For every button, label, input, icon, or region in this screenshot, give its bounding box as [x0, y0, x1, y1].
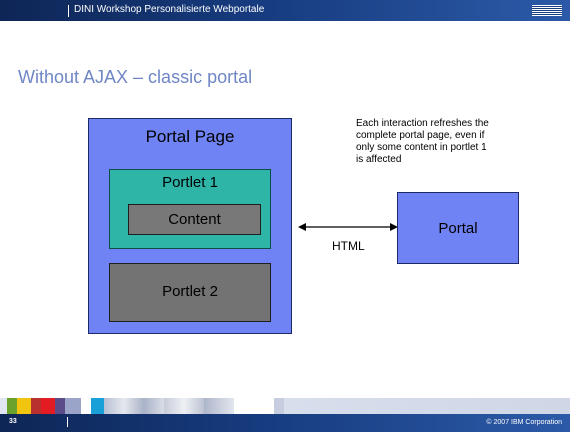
header-bar: DINI Workshop Personalisierte Webportale [0, 0, 570, 21]
portlet2-box: Portlet 2 [109, 263, 271, 322]
page-number: 33 [9, 418, 17, 425]
note-line: complete portal page, even if [356, 130, 485, 141]
portal-page-box: Portal Page Portlet 1 Content Portlet 2 [88, 118, 292, 334]
footer-decoration-strip [0, 398, 570, 414]
portlet2-label: Portlet 2 [162, 283, 218, 300]
double-arrow-icon [298, 223, 398, 231]
ibm-logo-icon [532, 5, 562, 16]
note-line: is affected [356, 154, 402, 165]
note-line: only some content in portlet 1 [356, 142, 487, 153]
footer-bar: 33 © 2007 IBM Corporation [0, 414, 570, 432]
slide-title: Without AJAX – classic portal [18, 67, 253, 87]
portal-label: Portal [438, 220, 478, 237]
footer-separator [67, 417, 68, 427]
portlet1-box: Portlet 1 Content [109, 169, 271, 249]
html-arrow-label: HTML [332, 239, 365, 253]
header-title: DINI Workshop Personalisierte Webportale [74, 4, 265, 15]
portal-box: Portal [397, 192, 519, 264]
header-separator [68, 5, 69, 17]
portlet1-label: Portlet 1 [162, 174, 218, 191]
portal-page-label: Portal Page [145, 127, 235, 146]
copyright-text: © 2007 IBM Corporation [486, 419, 562, 426]
content-box: Content [128, 204, 261, 235]
content-label: Content [168, 211, 221, 228]
note-line: Each interaction refreshes the [356, 118, 489, 129]
interaction-note: Each interaction refreshes the complete … [356, 118, 546, 166]
